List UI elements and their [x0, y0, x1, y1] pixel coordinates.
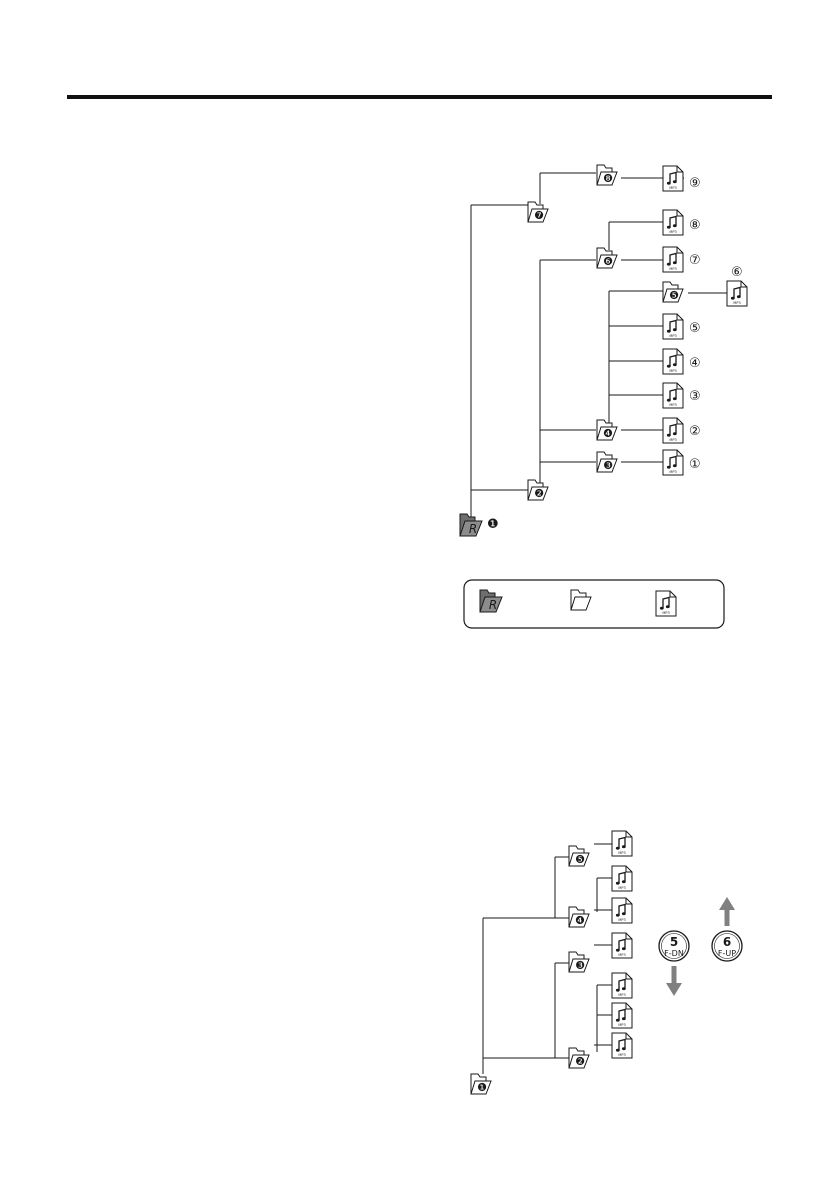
arrow-up-icon [719, 897, 735, 926]
f-dn-number: 5 [670, 935, 678, 949]
file-marker-5: ⑤ [689, 321, 701, 336]
svg-text:MP3: MP3 [618, 953, 625, 957]
folder-marker-5: ❺ [669, 289, 679, 302]
file-marker-1: ① [689, 457, 701, 472]
folder-marker-8: ❽ [603, 172, 613, 185]
folder-marker-2: ❷ [534, 487, 544, 500]
legend-box: R MP3 [463, 579, 725, 629]
folder-marker-d2-3: ❸ [575, 959, 585, 972]
file-icon-2: MP3 [662, 417, 684, 444]
f-up-number: 6 [723, 935, 731, 949]
file-label-6: MP3 [733, 301, 740, 305]
file-marker-7: ⑦ [689, 253, 701, 268]
header-rule [67, 95, 772, 99]
svg-text:MP3: MP3 [618, 851, 625, 855]
file-marker-9: ⑨ [689, 176, 701, 191]
file-icon-4: MP3 [662, 348, 684, 375]
file-icon-9: MP3 [662, 165, 684, 192]
folder-icon-d2-4: ❹ [568, 906, 590, 928]
file-icon-d2-c: MP3 [611, 897, 633, 924]
file-label-5: MP3 [669, 334, 676, 338]
file-icon-d2-f: MP3 [611, 1002, 633, 1029]
folder-icon-8: ❽ [596, 164, 618, 186]
file-icon-d2-a: MP3 [611, 830, 633, 857]
folder-icon-3: ❸ [596, 451, 618, 473]
file-icon-5: MP3 [662, 313, 684, 340]
root-folder-marker: ❶ [487, 517, 499, 532]
legend-root-folder-icon: R [479, 589, 503, 613]
f-up-label: F-UP [718, 949, 736, 958]
svg-text:MP3: MP3 [618, 993, 625, 997]
root-folder-icon: R [459, 513, 483, 537]
folder-icon-7: ❼ [527, 201, 549, 223]
svg-text:MP3: MP3 [618, 1023, 625, 1027]
folder-marker-d2-1: ❶ [477, 1081, 487, 1094]
f-dn-button[interactable]: 5 F-DN [658, 930, 690, 962]
folder-icon-6: ❻ [596, 247, 618, 269]
file-label-9: MP3 [669, 186, 676, 190]
folder-marker-d2-2: ❷ [575, 1055, 585, 1068]
file-marker-4: ④ [689, 356, 701, 371]
file-label-3: MP3 [669, 403, 676, 407]
legend-file-label: MP3 [662, 611, 669, 615]
folder-marker-d2-4: ❹ [575, 914, 585, 927]
f-dn-label: F-DN [664, 949, 684, 958]
svg-text:MP3: MP3 [618, 1053, 625, 1057]
file-icon-1: MP3 [662, 449, 684, 476]
file-icon-7: MP3 [662, 246, 684, 273]
file-label-7: MP3 [669, 267, 676, 271]
tree-connectors-2 [482, 843, 612, 1074]
file-icon-3: MP3 [662, 382, 684, 409]
folder-icon-d2-2: ❷ [568, 1047, 590, 1069]
file-label-2: MP3 [669, 438, 676, 442]
file-icon-d2-b: MP3 [611, 865, 633, 892]
folder-marker-3: ❸ [603, 459, 613, 472]
folder-marker-d2-5: ❺ [575, 853, 585, 866]
file-icon-d2-d: MP3 [611, 932, 633, 959]
file-marker-8: ⑧ [689, 218, 701, 233]
file-marker-2: ② [689, 424, 701, 439]
file-label-1: MP3 [669, 470, 676, 474]
legend-root-letter: R [489, 598, 497, 612]
tree-connectors-1 [470, 172, 727, 517]
arrow-down-icon [666, 966, 682, 996]
file-label-8: MP3 [669, 230, 676, 234]
file-icon-d2-e: MP3 [611, 972, 633, 999]
folder-icon-2: ❷ [527, 479, 549, 501]
svg-text:MP3: MP3 [618, 886, 625, 890]
folder-icon-d2-3: ❸ [568, 951, 590, 973]
file-marker-6: ⑥ [731, 265, 743, 280]
file-icon-8: MP3 [662, 209, 684, 236]
f-up-button[interactable]: 6 F-UP [711, 930, 743, 962]
folder-icon-4: ❹ [596, 419, 618, 441]
file-icon-6: MP3 [726, 280, 748, 307]
root-folder-letter: R [469, 522, 477, 536]
folder-marker-7: ❼ [534, 209, 544, 222]
folder-marker-6: ❻ [603, 255, 613, 268]
folder-icon-5: ❺ [662, 281, 684, 303]
svg-text:MP3: MP3 [618, 918, 625, 922]
folder-icon-d2-5: ❺ [568, 845, 590, 867]
file-icon-d2-g: MP3 [611, 1032, 633, 1059]
tree-diagram-1: R ❶ ❷ ❸ ❹ ❺ ❻ ❼ ❽ MP3 ⑨ MP3 ⑧ MP3 ⑦ MP3 [459, 164, 748, 537]
legend-file-icon: MP3 [655, 590, 677, 617]
folder-marker-4: ❹ [603, 427, 613, 440]
file-label-4: MP3 [669, 369, 676, 373]
file-marker-3: ③ [689, 389, 701, 404]
tree-diagram-2: ❶ ❷ ❸ ❹ ❺ MP3 MP3 MP3 MP3 MP3 MP3 MP3 5 [470, 830, 743, 1095]
folder-icon-d2-1: ❶ [470, 1073, 492, 1095]
